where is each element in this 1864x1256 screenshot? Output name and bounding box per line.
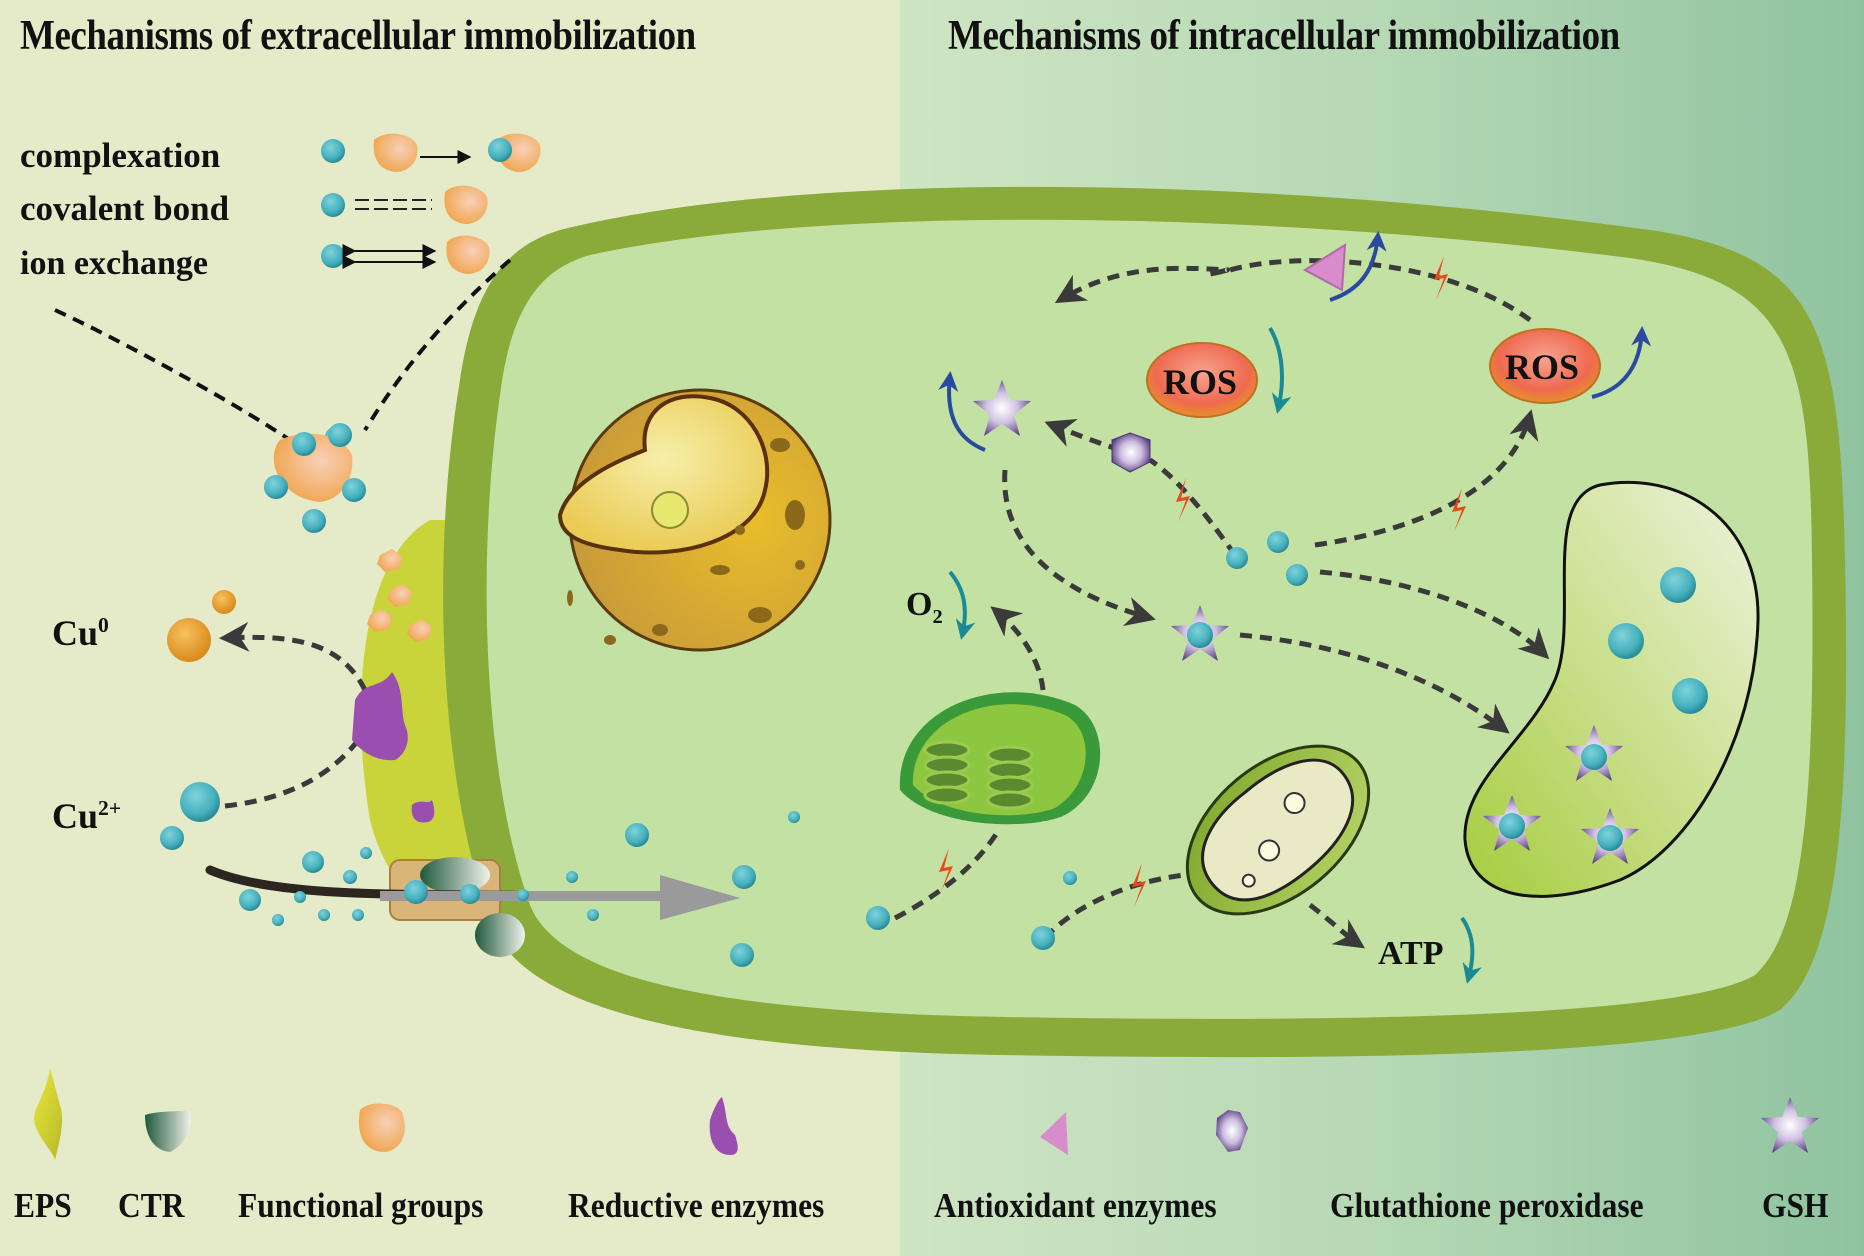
arrow-ion-to-chloroplast [893,826,1003,921]
covalent-bond-diagram [321,185,488,224]
chloroplast [899,692,1101,825]
cu0-label-base: Cu [52,613,99,653]
cu2-label-base: Cu [52,796,99,836]
cu0-label: Cu0 [52,612,109,654]
cu2-label: Cu2+ [52,795,121,837]
reductive-enzyme-icon [709,1097,738,1155]
reductive-enzyme-icon [352,672,408,761]
legend-antioxidant-enzymes: Antioxidant enzymes [934,1186,1217,1225]
cu0-particle [212,590,236,614]
mechanism-covalent-bond: covalent bond [20,189,230,228]
arrow-chloroplast-to-o2 [990,606,1046,691]
up-arrow-icon [1329,231,1387,302]
legend-functional-groups: Functional groups [238,1186,484,1225]
glutathione-peroxidase-icon [1216,1110,1248,1152]
mechanism-complexation: complexation [20,136,221,175]
ros-bubble-1 [1146,342,1258,418]
reductive-enzyme-icon [411,800,435,823]
atp-label: ATP [1378,935,1444,972]
transport-arrowhead [660,875,740,920]
arrow-cu2-to-enzyme [224,733,365,809]
ctr-transporter [389,857,525,957]
callout-lines [54,258,512,442]
antioxidant-enzyme-icon [1040,1112,1068,1155]
legend-eps: EPS [14,1186,72,1225]
ros-bubble-2 [1489,328,1601,404]
functional-groups [367,549,432,642]
arrow-gsh-to-complex [1002,469,1156,626]
eps-icon [33,1068,63,1160]
ctr-icon [145,1110,192,1152]
down-arrow-icon [1460,916,1482,984]
functional-group-icon [358,1103,405,1152]
intracellular-title: Mechanisms of intracellular immobilizati… [948,13,1620,59]
legend-ctr: CTR [118,1186,185,1225]
arrow-mitochondrion-to-atp [1308,903,1365,949]
cu0-label-charge: 0 [98,613,109,637]
ros-label-1: ROS [1163,362,1238,402]
glutathione-peroxidase-icon [1111,432,1151,473]
cu2-label-charge: 2+ [98,796,122,820]
o2-label: O2 [906,586,943,629]
legend-glutathione-peroxidase: Glutathione peroxidase [1330,1186,1644,1225]
up-arrow-icon [1591,326,1652,399]
copper-ions [566,531,1708,967]
mitochondrion [1185,744,1371,916]
mechanism-ion-exchange: ion exchange [20,245,208,282]
extracellular-title: Mechanisms of extracellular immobilizati… [20,13,696,59]
complexation-diagram [321,133,541,172]
functional-group-complex [264,423,366,533]
arrow-ion-to-gpx [1148,457,1238,557]
legend-reductive-enzymes: Reductive enzymes [568,1186,825,1225]
down-arrow-icon [1268,326,1292,414]
antioxidant-enzyme-icon [1303,243,1347,292]
ros-label-2: ROS [1505,347,1580,387]
o2-label-base: O [906,586,933,623]
down-arrow-icon [948,570,976,640]
arrow-complex-to-vacuole [1239,632,1510,734]
ion-exchange-diagram [321,235,490,274]
up-arrow-icon [938,371,986,452]
o2-label-sub: 2 [932,605,943,628]
legend-gsh: GSH [1762,1186,1829,1225]
nucleus [557,388,832,652]
extracellular-ions [160,427,529,926]
cu0-particle [167,618,211,662]
arrow-ion-to-ros2 [1314,409,1539,548]
arrow-ion-to-mitochondrion [1043,872,1186,940]
